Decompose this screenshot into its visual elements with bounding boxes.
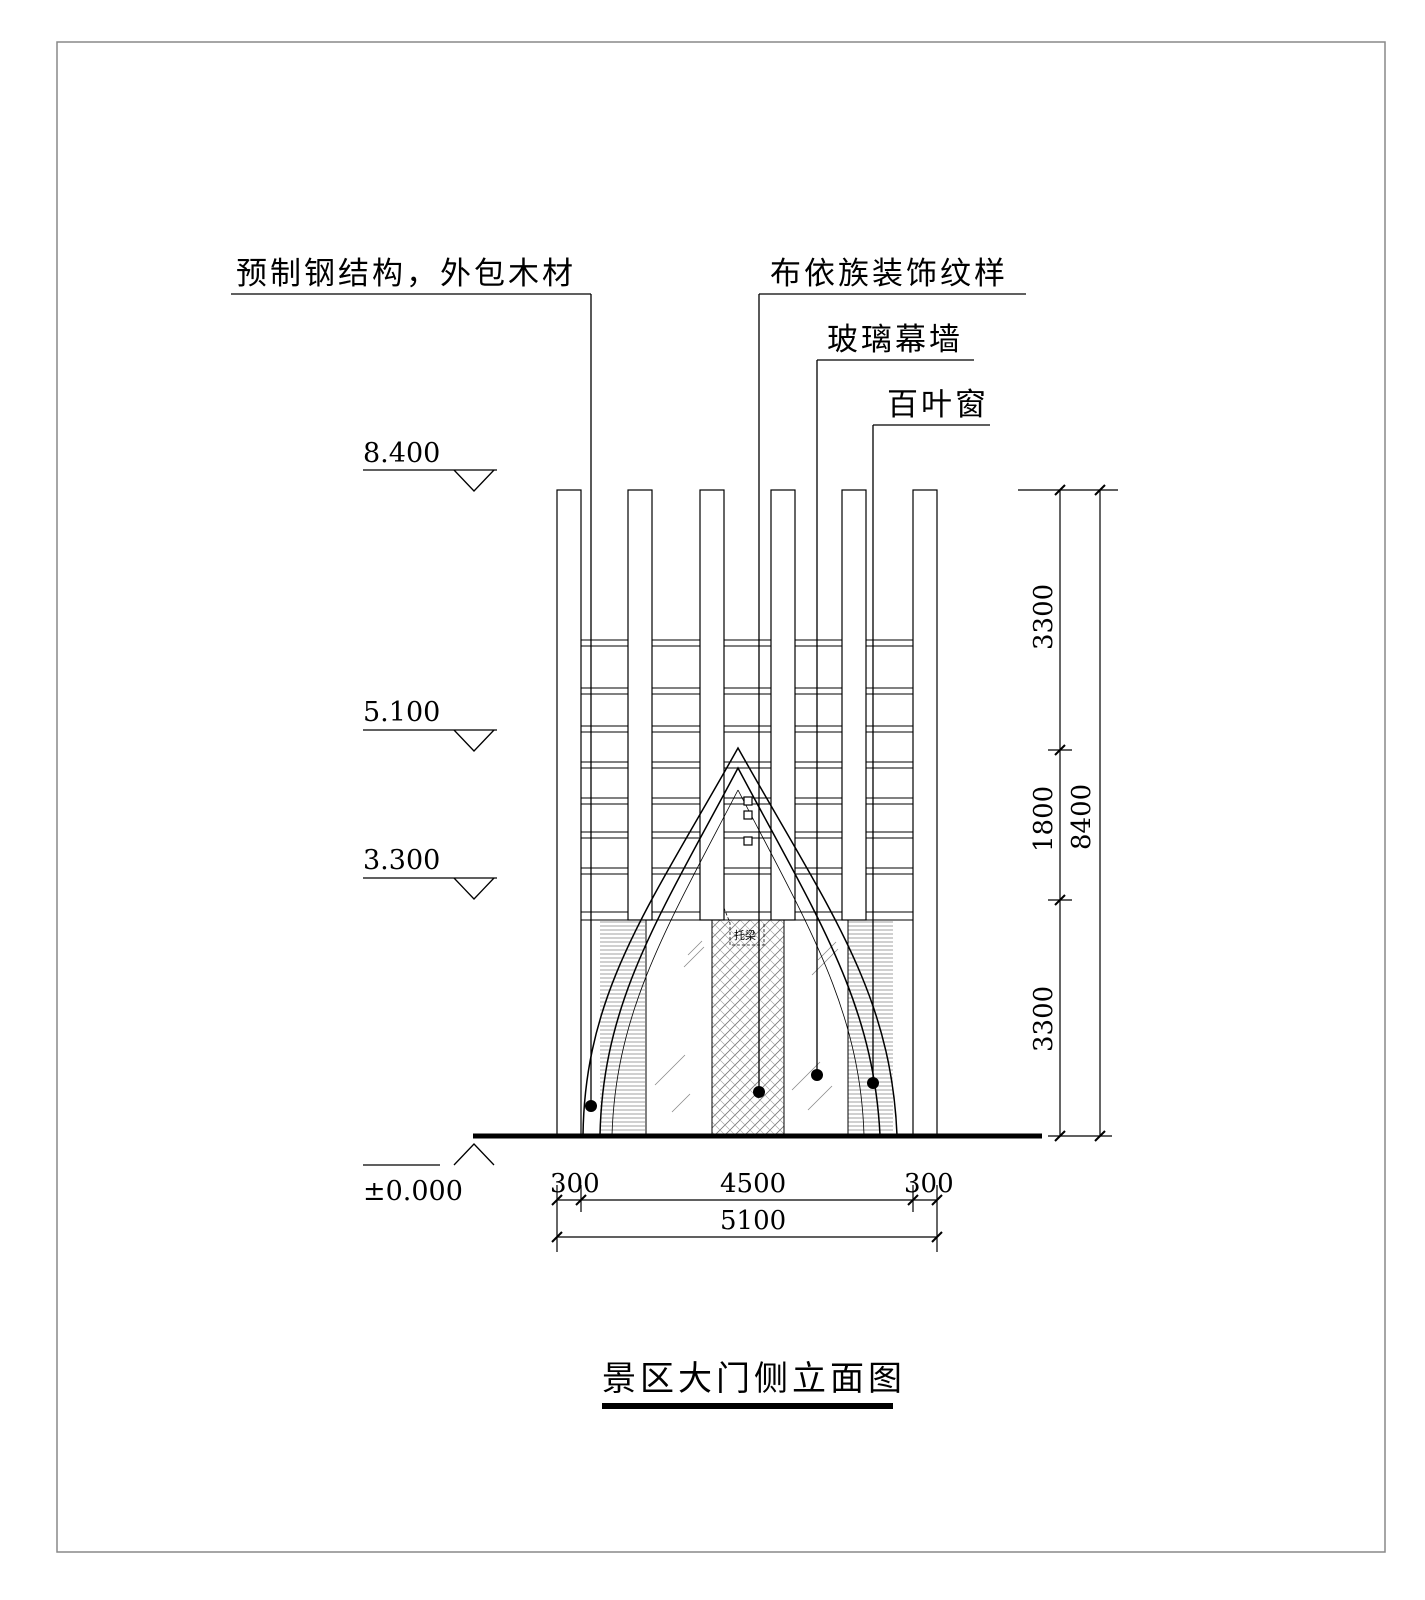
svg-text:3.300: 3.300 [363, 845, 440, 876]
timber-columns [556, 489, 938, 1136]
column-4 [770, 489, 796, 921]
callout-dot-steel [585, 1100, 597, 1112]
column-1 [556, 489, 582, 1136]
horizontal-dimensions: 300 4500 300 5100 [550, 1169, 954, 1252]
elevation-upper: 5.100 [363, 697, 497, 752]
elevation-top: 8.400 [363, 438, 497, 492]
dim-middle: 1800 [1029, 786, 1059, 852]
vertical-dimensions: 3300 1800 3300 8400 [1018, 484, 1118, 1142]
callout-dot-louver [867, 1077, 879, 1089]
callout-steel-structure: 预制钢结构，外包木材 [236, 256, 576, 292]
column-2 [627, 489, 653, 921]
column-3 [699, 489, 725, 921]
elevation-markers: 8.400 5.100 3.300 ±0.000 [363, 438, 497, 1207]
beam-label-box [723, 907, 765, 946]
dim-center-span: 4500 [720, 1169, 786, 1199]
beam-label: 托梁 [734, 928, 756, 942]
gate-elevation: 托梁 [473, 489, 1042, 1139]
svg-text:5.100: 5.100 [363, 697, 440, 728]
callout-buyi-pattern: 布依族装饰纹样 [770, 256, 1008, 292]
drawing-title-block: 景区大门侧立面图 [602, 1359, 906, 1409]
dim-left-column: 300 [550, 1169, 600, 1199]
callout-glass-curtain-wall: 玻璃幕墙 [827, 322, 963, 358]
buyi-pattern-panel [711, 919, 785, 1136]
elevation-ground: ±0.000 [363, 1143, 495, 1207]
dim-upper: 3300 [1029, 584, 1059, 650]
drawing-title: 景区大门侧立面图 [602, 1359, 906, 1399]
louver-left [600, 920, 645, 1135]
dim-lower: 3300 [1029, 986, 1059, 1052]
ogee-arch [582, 746, 898, 1136]
column-5 [841, 489, 867, 921]
column-6 [912, 489, 938, 1136]
callout-dot-glass [811, 1069, 823, 1081]
callout-louver-window: 百叶窗 [887, 387, 989, 423]
dim-total-width: 5100 [720, 1206, 786, 1236]
callouts: 预制钢结构，外包木材 布依族装饰纹样 玻璃幕墙 百叶窗 [231, 256, 1026, 1112]
sheet-border [56, 41, 1386, 1553]
arch-ornaments [743, 796, 753, 846]
louver-right [848, 920, 893, 1135]
dim-total-height: 8400 [1067, 784, 1097, 850]
callout-dot-pattern [753, 1086, 765, 1098]
svg-text:±0.000: ±0.000 [363, 1176, 463, 1207]
elevation-middle: 3.300 [363, 845, 497, 900]
svg-text:8.400: 8.400 [363, 438, 440, 469]
glass-panel-right [783, 919, 849, 1136]
dim-right-column: 300 [904, 1169, 954, 1199]
